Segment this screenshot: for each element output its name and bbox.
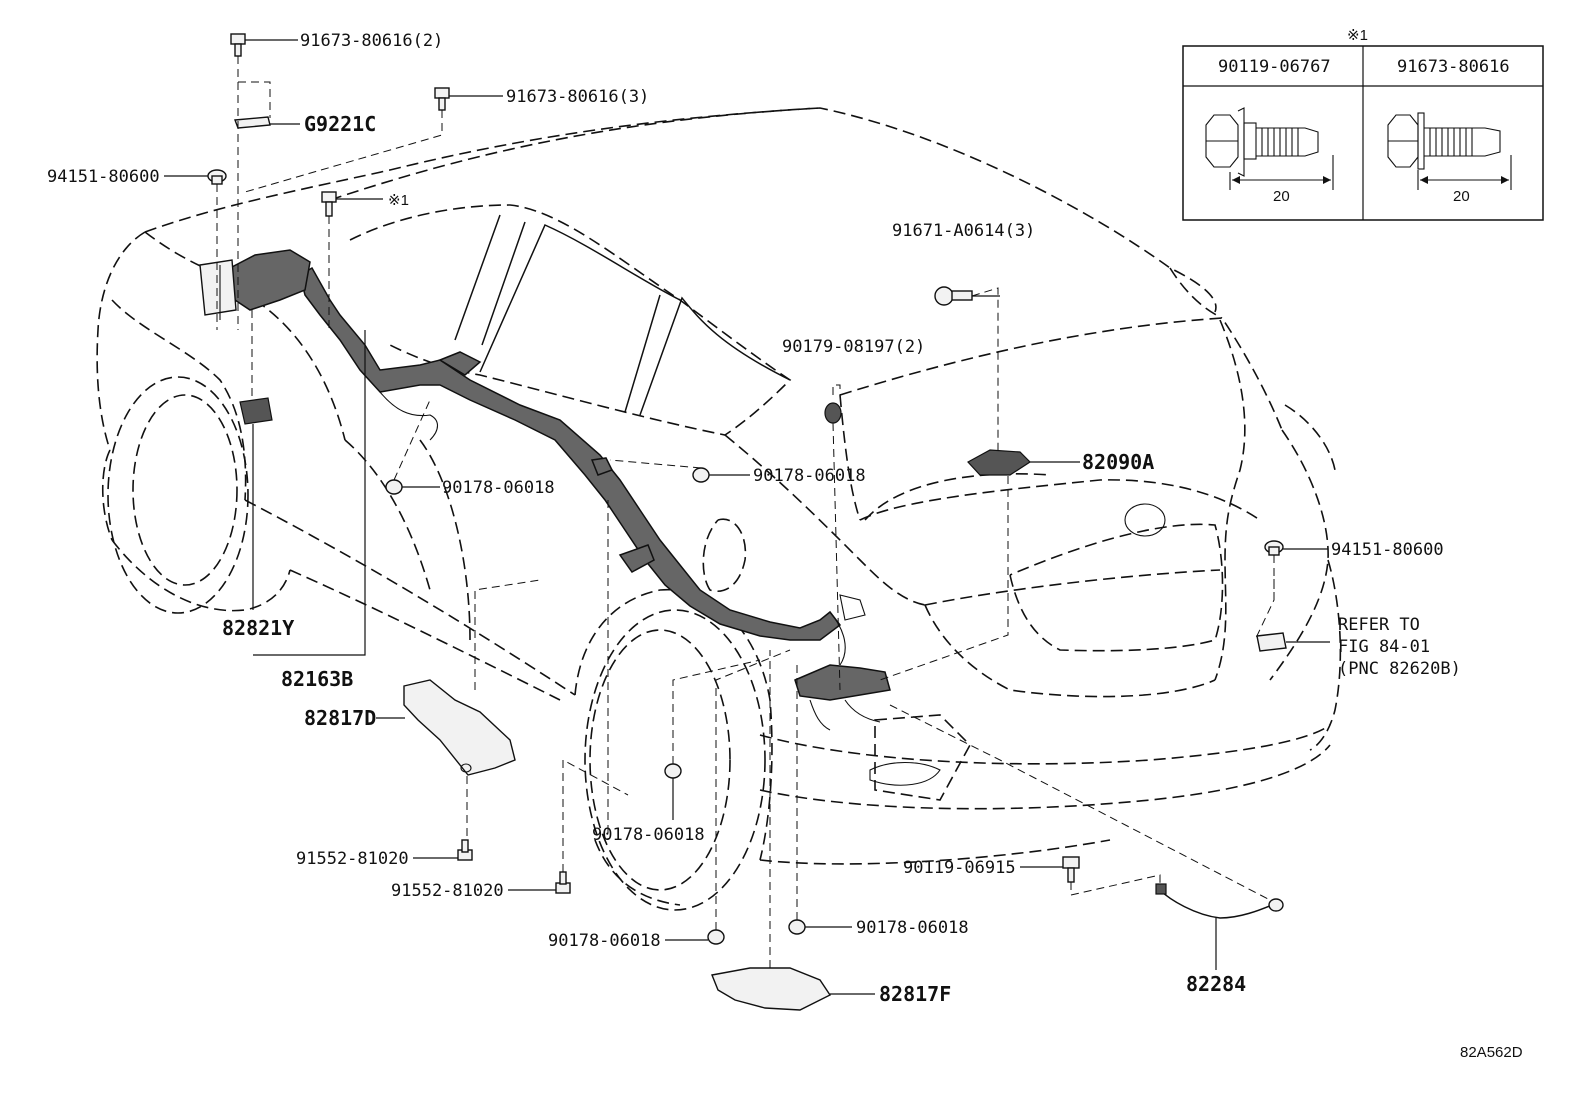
bolt-icon xyxy=(434,87,450,111)
bolt-icon xyxy=(555,871,571,894)
bolt-icon xyxy=(934,286,973,306)
clip-icon xyxy=(385,479,403,495)
junction-block-icon xyxy=(967,449,1031,476)
callout-label: 90178-06018 xyxy=(592,825,705,845)
callout-label: 82163B xyxy=(281,667,353,691)
bolt-icon xyxy=(457,839,473,861)
bolt-icon xyxy=(321,191,337,217)
leader-lines xyxy=(164,39,1330,995)
callout-label: 94151-80600 xyxy=(1331,540,1444,560)
bracket-icon xyxy=(1256,632,1287,652)
callout-label: G9221C xyxy=(304,112,376,136)
connector-icon xyxy=(239,397,273,425)
callout-label: FIG 84-01 xyxy=(1338,637,1430,657)
callout-label: 91552-81020 xyxy=(296,849,409,869)
ground-wire-icon xyxy=(1155,883,1284,919)
callout-label: 90178-06018 xyxy=(442,478,555,498)
clip-icon xyxy=(707,929,725,945)
callout-label: 82284 xyxy=(1186,972,1246,996)
legend-part-number: 90119-06767 xyxy=(1218,57,1331,77)
bolt-with-washer-icon xyxy=(1205,107,1334,190)
clip-icon xyxy=(1264,540,1284,556)
bracket-icon xyxy=(234,116,271,129)
bolt-icon xyxy=(1062,856,1080,883)
legend-box: ※1 90119-06767 91673-80616 20 xyxy=(1182,27,1544,221)
callout-label: REFER TO xyxy=(1338,615,1420,635)
flange-bolt-icon xyxy=(1387,112,1512,190)
wire-harness xyxy=(199,249,891,731)
callout-label: 91671-A0614(3) xyxy=(892,221,1035,241)
small-parts xyxy=(207,33,1287,1011)
callout-label: 90179-08197(2) xyxy=(782,337,925,357)
clip-icon xyxy=(207,169,227,185)
protector-icon xyxy=(711,967,832,1011)
callout-labels: 91673-80616(2) 91673-80616(3) G9221C 941… xyxy=(47,31,1461,1006)
callout-label: ※1 xyxy=(388,192,409,209)
callout-label: 91673-80616(3) xyxy=(506,87,649,107)
callout-label: 82817D xyxy=(304,706,376,730)
clip-icon xyxy=(664,763,682,779)
callout-label: 94151-80600 xyxy=(47,167,160,187)
legend-dimension: 20 xyxy=(1273,188,1290,205)
callout-label: 91673-80616(2) xyxy=(300,31,443,51)
callout-label: 90178-06018 xyxy=(753,466,866,486)
clip-icon xyxy=(788,919,806,935)
callout-label: 91552-81020 xyxy=(391,881,504,901)
grommet-icon xyxy=(824,402,842,424)
callout-label: 82817F xyxy=(879,982,951,1006)
callout-label: 90178-06018 xyxy=(856,918,969,938)
callout-label: 90119-06915 xyxy=(903,858,1016,878)
vehicle-body-outline xyxy=(96,107,1342,911)
callout-label: (PNC 82620B) xyxy=(1338,659,1461,679)
callout-label: 90178-06018 xyxy=(548,931,661,951)
clip-icon xyxy=(692,467,710,483)
callout-label: 82090A xyxy=(1082,450,1154,474)
legend-dimension: 20 xyxy=(1453,188,1470,205)
legend-note-mark: ※1 xyxy=(1347,27,1368,44)
legend-part-number: 91673-80616 xyxy=(1397,57,1510,77)
bolt-icon xyxy=(230,33,246,57)
diagram-code: 82A562D xyxy=(1460,1044,1523,1061)
callout-label: 82821Y xyxy=(222,616,294,640)
protector-icon xyxy=(403,679,516,776)
